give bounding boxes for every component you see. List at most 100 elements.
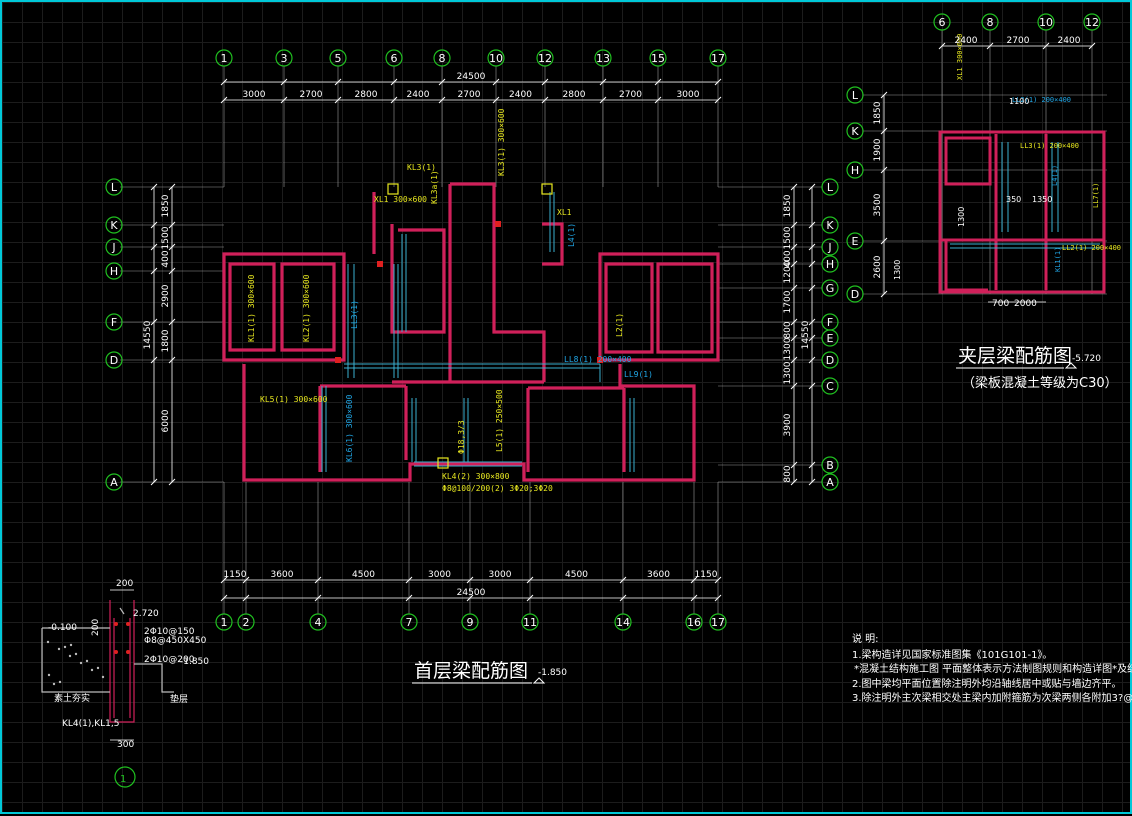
axis-bubble-left-F-circle xyxy=(105,313,123,331)
detail-mark: 2.720 xyxy=(133,609,159,619)
axis-bubble-bottom-14-circle xyxy=(614,613,632,631)
tick-left-5 xyxy=(168,356,176,364)
mezz-tick-left-3 xyxy=(880,237,888,245)
tick-top-total-5 xyxy=(492,78,500,86)
tick-left-total-5 xyxy=(150,356,158,364)
beam-label-kl5: KL5(1) 300×600 xyxy=(260,395,328,404)
tick-right-5 xyxy=(790,318,798,326)
tick-bot-7 xyxy=(690,576,698,584)
tick-bot-total-3 xyxy=(405,594,413,602)
axis-bubble-right-E: E xyxy=(827,332,834,345)
notes-line-2: *混凝土结构施工图 平面整体表示方法制图规则和构造详图*及结构施工图设计总说明。 xyxy=(854,662,1132,675)
detail-hatch-5 xyxy=(101,675,105,679)
dim-right-span-6: 1300 xyxy=(783,361,793,384)
tick-left-6 xyxy=(168,478,176,486)
tick-top-total-9 xyxy=(714,78,722,86)
tick-right-2 xyxy=(790,243,798,251)
detail-dim-side: 200 xyxy=(91,619,101,636)
axis-bubble-bottom-11-circle xyxy=(521,613,539,631)
tick-top-total-7 xyxy=(599,78,607,86)
mezz-tick-left-2 xyxy=(880,166,888,174)
mezz-axis-top-12: 12 xyxy=(1085,16,1099,29)
dim-right-span-2: 1200 xyxy=(783,260,793,283)
beam-label-kl4-mark: Φ18,3/3 xyxy=(457,420,466,454)
tick-right-total-3 xyxy=(808,260,816,268)
axis-bubble-top-15-circle xyxy=(649,49,667,67)
mezz-axis-top-10: 10 xyxy=(1039,16,1053,29)
axis-bubble-left-J-circle xyxy=(105,238,123,256)
axis-bubble-right-A-circle xyxy=(821,473,839,491)
axis-bubble-top-13-circle xyxy=(594,49,612,67)
detail-hatch-2 xyxy=(68,654,72,658)
tick-right-total-1 xyxy=(808,221,816,229)
detail-hatch-9 xyxy=(85,659,89,663)
dim-right-span-3: 1700 xyxy=(783,290,793,313)
red-marker-2 xyxy=(597,357,603,363)
axis-bubble-top-3: 3 xyxy=(281,52,288,65)
mezz-tick-top-1 xyxy=(986,42,994,50)
tick-right-total-2 xyxy=(808,243,816,251)
axis-bubble-left-D: D xyxy=(110,354,118,367)
detail-hatch-7 xyxy=(63,645,67,649)
detail-hatch-6 xyxy=(52,682,56,686)
mezz-axis-left-L-circle xyxy=(846,86,864,104)
wall-12 xyxy=(450,182,546,382)
mezz-axis-left-H-circle xyxy=(846,161,864,179)
detail-elev-left: -0.100 xyxy=(48,623,77,633)
tick-top-0 xyxy=(220,96,228,104)
beam-label-kl3-top: KL3(1) xyxy=(407,163,436,172)
mezz-label-2: LL3(1) 200×400 xyxy=(1020,142,1079,150)
dim-bottom-span-2: 4500 xyxy=(352,570,375,580)
tick-right-4 xyxy=(790,284,798,292)
axis-bubble-right-G-circle xyxy=(821,279,839,297)
beam-label-ll3: LL3(1) xyxy=(350,300,359,329)
tick-bot-total-0 xyxy=(220,594,228,602)
tick-right-total-10 xyxy=(808,478,816,486)
mezzanine-elevation: -5.720 xyxy=(1072,354,1101,364)
axis-bubble-right-H: H xyxy=(826,258,834,271)
tick-top-total-8 xyxy=(654,78,662,86)
tick-right-total-4 xyxy=(808,284,816,292)
tick-right-7 xyxy=(790,356,798,364)
dim-bottom-span-4: 3000 xyxy=(489,570,512,580)
tick-top-8 xyxy=(654,96,662,104)
axis-bubble-bottom-1: 1 xyxy=(221,616,228,629)
axis-bubble-top-17-circle xyxy=(709,49,727,67)
dim-top-span-6: 2800 xyxy=(563,90,586,100)
detail-hatch-8 xyxy=(74,652,78,656)
axis-bubble-bottom-1-circle xyxy=(215,613,233,631)
axis-bubble-left-A-circle xyxy=(105,473,123,491)
detail-hatch-3 xyxy=(79,661,83,665)
red-marker-0 xyxy=(335,357,341,363)
tick-bot-0 xyxy=(220,576,228,584)
tick-bot-3 xyxy=(405,576,413,584)
axis-bubble-left-A: A xyxy=(110,476,118,489)
mezz-axis-left-H: H xyxy=(851,164,859,177)
mezz-axis-left-K: K xyxy=(851,125,859,138)
axis-bubble-bottom-16: 16 xyxy=(687,616,701,629)
axis-bubble-bottom-17-circle xyxy=(709,613,727,631)
detail-hatch-13 xyxy=(69,643,73,647)
beam-label-l2: L2(1) xyxy=(615,313,624,337)
mezz-wall-5 xyxy=(944,240,988,292)
tick-right-total-9 xyxy=(808,461,816,469)
axis-bubble-top-8-circle xyxy=(433,49,451,67)
axis-bubble-top-10-circle xyxy=(487,49,505,67)
tick-right-10 xyxy=(790,478,798,486)
detail-label-left: KL4(1),KL1,5 xyxy=(62,719,119,729)
mezz-dim-bottom-0: 700 xyxy=(992,299,1009,309)
main-plan-elevation: -1.850 xyxy=(538,668,567,678)
tick-left-1 xyxy=(168,221,176,229)
axis-bubble-bottom-17: 17 xyxy=(711,616,725,629)
dim-right-span-5: 1300 xyxy=(783,337,793,360)
mezz-inner-dim-1: 350 xyxy=(1006,195,1021,204)
tick-left-3 xyxy=(168,267,176,275)
tick-bot-6 xyxy=(619,576,627,584)
tick-top-3 xyxy=(390,96,398,104)
tick-right-total-8 xyxy=(808,382,816,390)
mezz-label-3: L4(1) xyxy=(1051,165,1059,186)
tick-left-total-3 xyxy=(150,267,158,275)
axis-bubble-right-C-circle xyxy=(821,377,839,395)
